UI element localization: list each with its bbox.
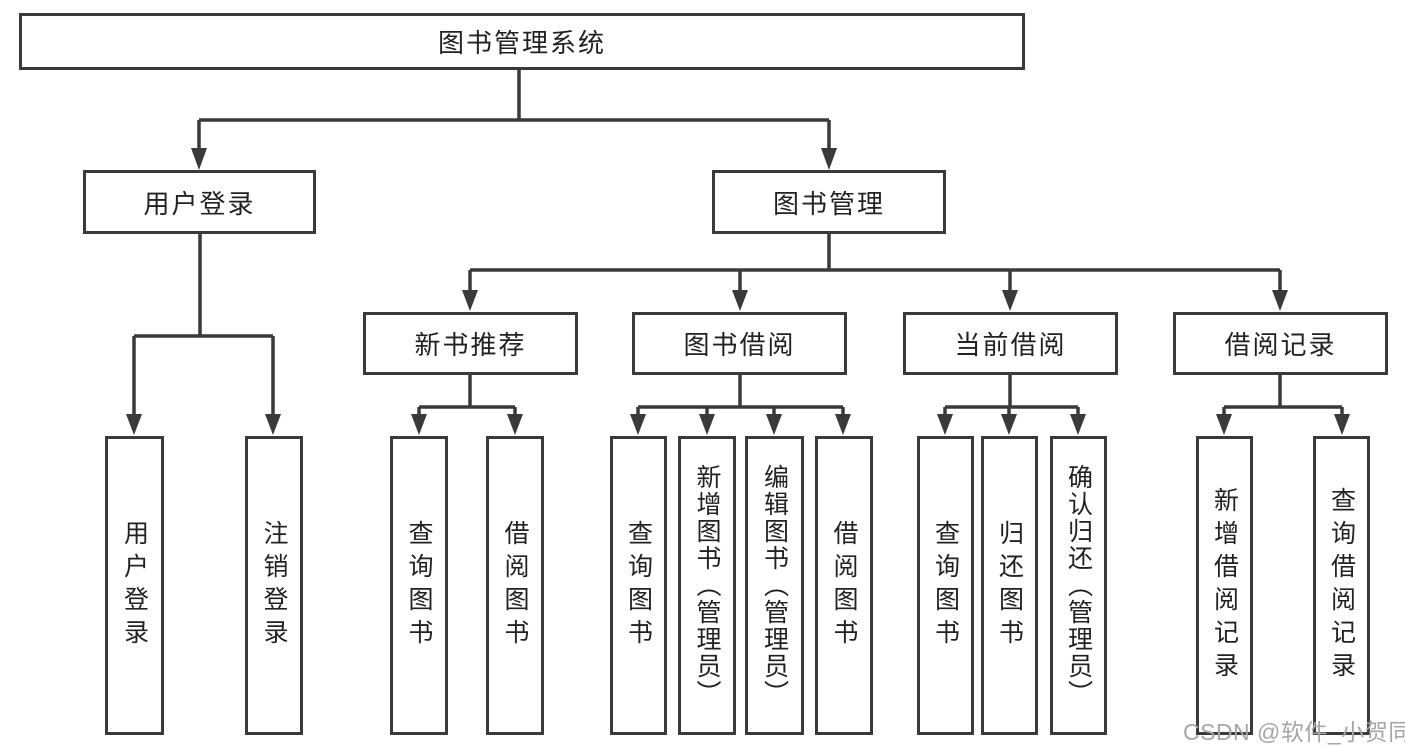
node-user-login: 用户登录	[83, 170, 316, 234]
leaf-add-books-admin: 新增图书（管理员）	[678, 436, 736, 735]
node-book-management: 图书管理	[712, 170, 946, 234]
leaf-borrow-books-borrowing: 借阅图书	[815, 436, 873, 735]
leaf-confirm-return-admin: 确认归还（管理员）	[1050, 436, 1107, 735]
csdn-watermark: CSDN @软件_小贺同学	[1183, 719, 1405, 745]
leaf-query-books-borrowing: 查询图书	[610, 436, 667, 735]
leaf-query-borrow-record: 查询借阅记录	[1313, 436, 1370, 735]
leaf-query-books-current: 查询图书	[917, 436, 974, 735]
leaf-return-books: 归还图书	[981, 436, 1038, 735]
node-current-borrowing: 当前借阅	[903, 312, 1118, 375]
leaf-borrow-books-recommend: 借阅图书	[486, 436, 544, 735]
leaf-user-login: 用户登录	[105, 436, 164, 735]
node-new-book-recommendation: 新书推荐	[363, 312, 578, 375]
leaf-query-books-recommend: 查询图书	[390, 436, 448, 735]
leaf-logout-login: 注销登录	[245, 436, 303, 735]
node-borrowing-records: 借阅记录	[1173, 312, 1388, 375]
leaf-add-borrow-record: 新增借阅记录	[1196, 436, 1253, 735]
node-book-borrowing: 图书借阅	[632, 312, 847, 375]
node-library-management-system: 图书管理系统	[19, 13, 1025, 70]
leaf-edit-books-admin: 编辑图书（管理员）	[745, 436, 804, 735]
